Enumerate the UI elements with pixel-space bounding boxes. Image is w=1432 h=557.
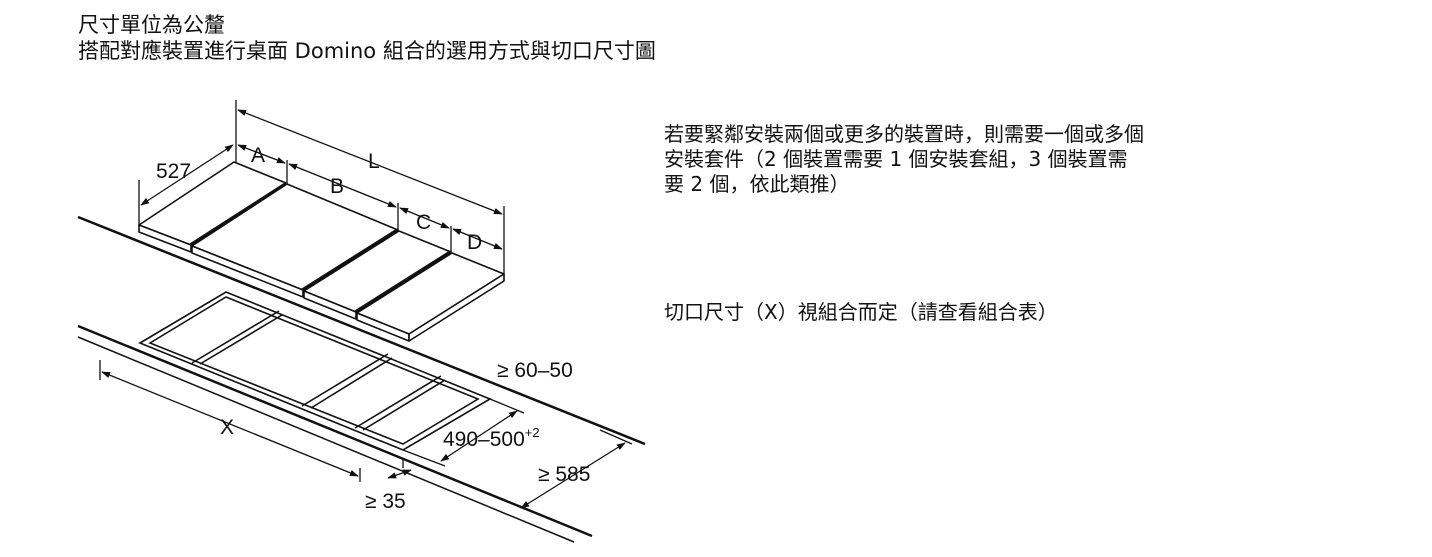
- dim-side-min-label: ≥ 35: [365, 490, 406, 513]
- dim-cutout-depth-line: [440, 410, 518, 462]
- cutout-size-note: 切口尺寸（X）視組合而定（請查看組合表）: [664, 300, 1058, 324]
- dim-cutout-depth-value: 490–500: [443, 428, 525, 451]
- header: 尺寸單位為公釐 搭配對應裝置進行桌面 Domino 組合的選用方式與切口尺寸圖: [78, 12, 656, 64]
- worktop-back-edge: [77, 215, 646, 446]
- dim-edge-back-label: ≥ 585: [538, 463, 590, 486]
- installation-kit-note: 若要緊鄰安裝兩個或更多的裝置時，則需要一個或多個安裝套件（2 個裝置需要 1 個…: [664, 122, 1144, 196]
- dimension-lines: [99, 100, 633, 509]
- units-note: 尺寸單位為公釐: [78, 13, 225, 37]
- dim-depth-line: [140, 144, 234, 206]
- dim-c-label: C: [416, 211, 431, 234]
- dim-35-line: [387, 469, 412, 479]
- dim-cutout-depth-tolerance: +2: [525, 425, 540, 440]
- dim-585-line: [520, 442, 626, 509]
- dim-l-label: L: [368, 150, 380, 173]
- dim-cutout-depth-label: 490–500+2: [443, 425, 540, 451]
- dim-d-line: [452, 228, 503, 250]
- dim-edge-front-label: ≥ 60–50: [497, 359, 573, 382]
- dim-a-label: A: [251, 144, 265, 167]
- diagram-title: 搭配對應裝置進行桌面 Domino 組合的選用方式與切口尺寸圖: [78, 39, 656, 63]
- dim-a-line: [237, 144, 286, 164]
- module-d: [354, 250, 505, 342]
- dim-x-label: X: [220, 416, 234, 439]
- dim-c-line: [399, 207, 450, 229]
- dim-b-line: [288, 163, 397, 208]
- dim-d-label: D: [467, 231, 482, 254]
- module-c: [301, 228, 452, 320]
- dim-depth-label: 527: [156, 160, 191, 183]
- dim-l-line: [237, 109, 503, 215]
- dim-x-line: [101, 371, 359, 477]
- dim-b-label: B: [330, 175, 344, 198]
